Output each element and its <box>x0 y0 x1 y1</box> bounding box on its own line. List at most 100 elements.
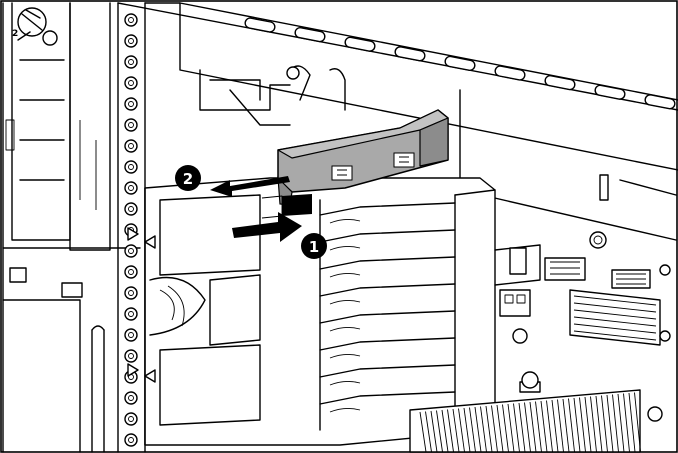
step-label-2: 2 <box>183 170 193 188</box>
fan-blade <box>329 380 361 386</box>
heatsink-fin <box>436 410 443 453</box>
screw-hole-center <box>128 101 134 107</box>
heatsink-fin <box>480 406 487 453</box>
inset-lock-graphic: 2 <box>12 7 58 46</box>
heatsink-fin <box>463 407 471 453</box>
screw-hole <box>124 13 138 27</box>
vent-slot <box>644 94 676 110</box>
screw-hole <box>124 244 138 258</box>
screw-hole <box>124 328 138 342</box>
vent-slot <box>394 46 426 62</box>
fan-guard-bar <box>319 364 456 378</box>
heatsink-fin <box>524 402 531 453</box>
screw-hole <box>124 55 138 69</box>
screw-hole <box>124 76 138 90</box>
heatsink-fin <box>441 409 449 453</box>
screw-hole <box>124 139 138 153</box>
heatsink-fin <box>458 408 465 453</box>
screw-hole <box>124 181 138 195</box>
heatsink-fin <box>617 393 625 453</box>
step-label-1: 1 <box>309 238 319 256</box>
heatsink-fin <box>447 409 454 453</box>
bracket-assembly <box>199 65 346 126</box>
dimm-slot <box>573 323 657 334</box>
dimm-slot <box>573 295 657 306</box>
heatsink-fin <box>469 407 476 453</box>
heatsink-fin <box>579 397 586 453</box>
heatsink-fin <box>601 395 608 453</box>
screw-hole <box>124 97 138 111</box>
screw-hole-center <box>128 353 134 359</box>
heatsink-fin <box>546 400 553 453</box>
heatsink-fin <box>634 392 641 453</box>
screw-hole-center <box>128 311 134 317</box>
heatsink-fin <box>419 411 427 453</box>
fan-guard-bar <box>319 391 456 405</box>
heatsink-fin <box>557 399 564 453</box>
heatsink-fin <box>590 396 597 453</box>
screw-hole-center <box>128 143 134 149</box>
screw-hole <box>124 286 138 300</box>
screw-hole-center <box>128 416 134 422</box>
screw-hole <box>124 34 138 48</box>
screw-hole <box>124 391 138 405</box>
motherboard-components <box>494 244 671 346</box>
fan-blade <box>329 245 361 251</box>
dimm-slot <box>573 309 657 320</box>
heatsink-fin <box>430 410 438 453</box>
heatsink-fin <box>485 405 493 453</box>
left-chassis-wall <box>2 2 141 453</box>
fan-blade <box>329 218 361 224</box>
screw-hole <box>124 349 138 363</box>
heatsink-fin <box>628 392 636 453</box>
fan-blade <box>329 407 361 413</box>
chassis-back-panel <box>459 89 677 276</box>
screw-hole-center <box>128 185 134 191</box>
vent-slot <box>444 55 476 72</box>
vent-slot <box>594 84 626 100</box>
screw-hole <box>124 118 138 132</box>
dimm-slot <box>573 330 657 341</box>
screw-hole-center <box>128 290 134 296</box>
fan-guard-bar <box>319 337 456 351</box>
screw-hole-center <box>128 80 134 86</box>
screw-hole <box>124 265 138 279</box>
top-frame-beam <box>117 2 678 171</box>
screw-hole-center <box>128 437 134 443</box>
fan-guard-bar <box>319 229 456 243</box>
screw-hole <box>124 160 138 174</box>
heatsink-fin <box>606 394 614 453</box>
fan-guard-bar <box>319 256 456 270</box>
fan-guard-bar <box>319 283 456 297</box>
fan-guard-bar <box>319 310 456 324</box>
step-callout-2: 2 <box>175 165 201 191</box>
fan-guard-bar <box>319 202 456 216</box>
dimm-slot <box>573 316 657 327</box>
screw-hole-center <box>128 332 134 338</box>
fan-cage <box>127 177 496 446</box>
step-callout-1: 1 <box>301 233 327 259</box>
heatsink-fin <box>474 406 482 453</box>
heatsink-fin <box>518 402 526 453</box>
screw-hole-center <box>128 206 134 212</box>
screw-hole <box>124 433 138 447</box>
vent-slot <box>544 74 576 91</box>
screw-hole-center <box>128 38 134 44</box>
heatsink-fin <box>496 404 504 453</box>
inset-step-label: 2 <box>12 29 18 39</box>
heatsink-fin <box>502 404 509 453</box>
heatsink-fin <box>573 397 581 453</box>
screw-hole <box>124 412 138 426</box>
vent-slot <box>244 17 276 33</box>
screw-hole-center <box>128 395 134 401</box>
screw-hole-center <box>128 269 134 275</box>
connector-block <box>261 194 312 219</box>
heatsink-fin <box>595 395 603 453</box>
heatsink-fin <box>562 398 570 453</box>
heatsink-fin <box>551 399 559 453</box>
fan-blade <box>329 326 361 332</box>
vent-slot <box>294 26 326 43</box>
heatsink-fin <box>491 405 498 453</box>
